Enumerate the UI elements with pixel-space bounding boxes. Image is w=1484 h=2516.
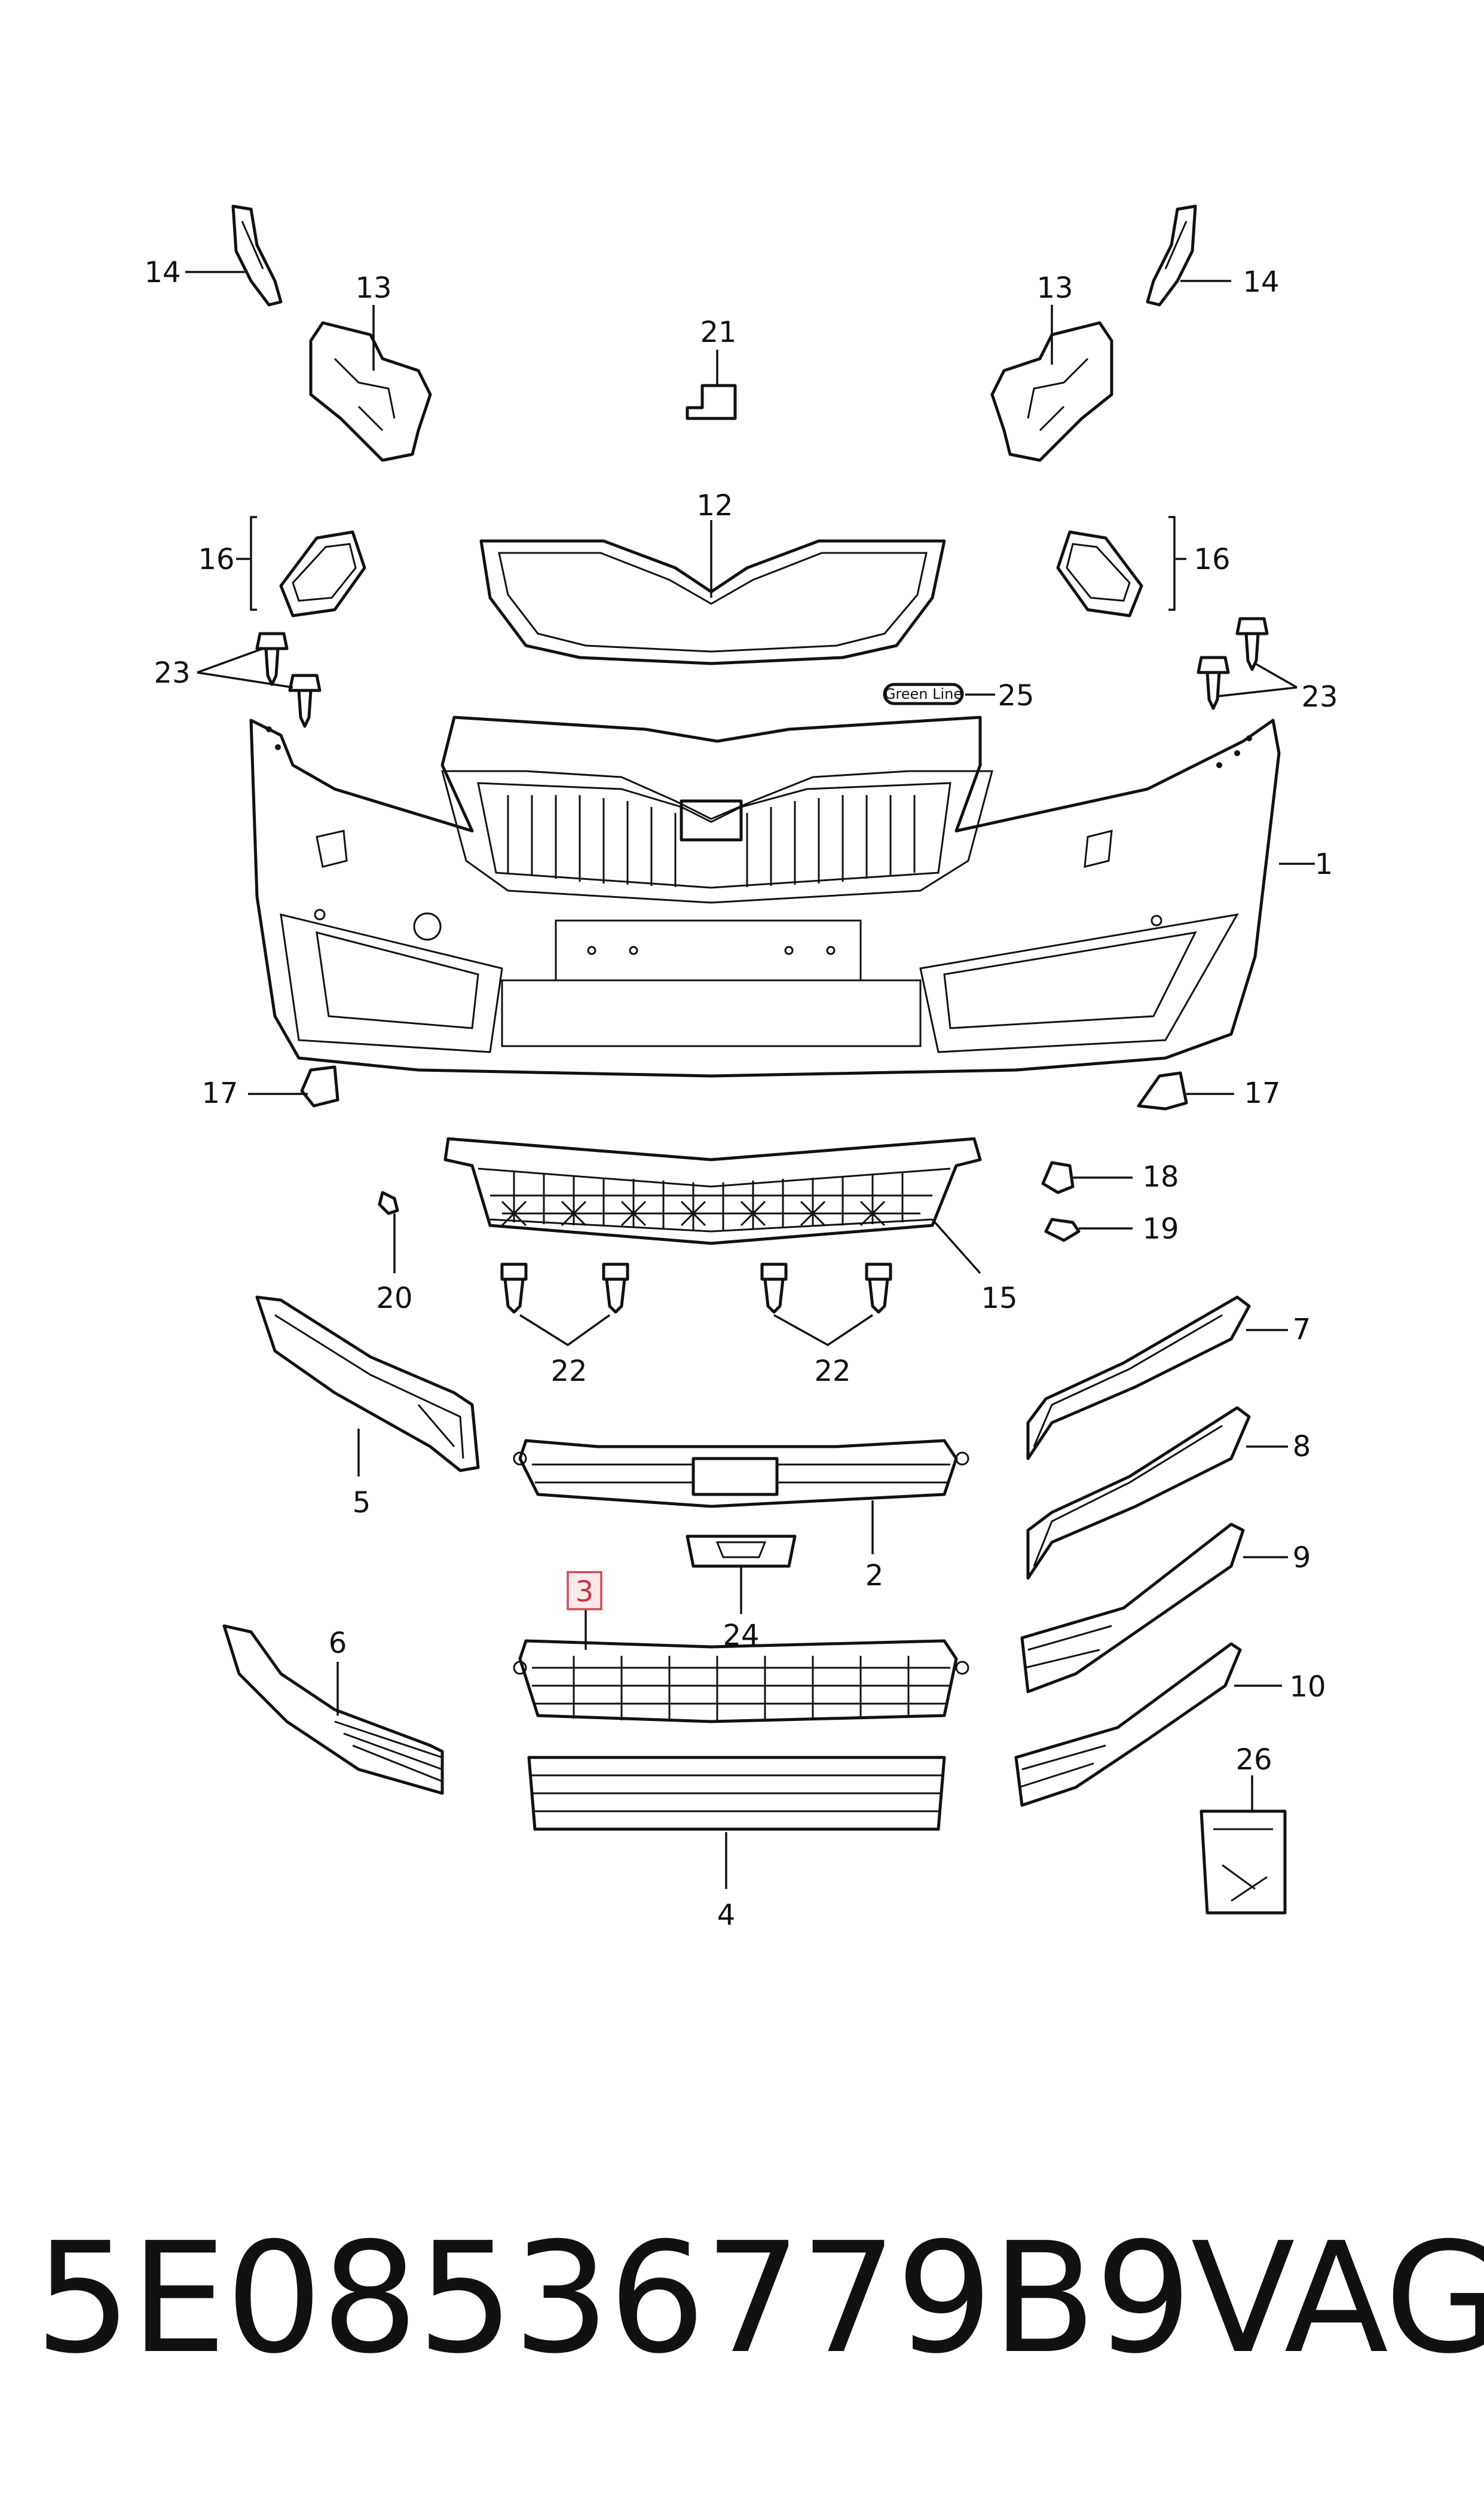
part-4-grille <box>527 1756 946 1889</box>
part-18-clip <box>1041 1161 1133 1194</box>
part-8 <box>1026 1406 1288 1580</box>
callout-labels: 14 14 13 13 21 12 16 16 23 23 25 1 17 17… <box>144 256 1338 1932</box>
part-17-left <box>248 1065 339 1108</box>
part-23-right <box>1197 617 1298 710</box>
part-9 <box>1020 1523 1288 1693</box>
callout-21: 21 <box>700 316 736 349</box>
part-19-clip <box>1044 1218 1133 1242</box>
part-5 <box>255 1295 480 1476</box>
callout-9: 9 <box>1293 1541 1311 1575</box>
exploded-parts-diagram: Green Line <box>144 204 1338 1932</box>
callout-4: 4 <box>717 1899 736 1932</box>
callout-20: 20 <box>376 1282 412 1315</box>
part-13-left <box>309 305 432 462</box>
callout-3: 3 <box>576 1575 594 1609</box>
callout-12: 12 <box>696 489 733 522</box>
part-10 <box>1014 1642 1282 1807</box>
callout-15: 15 <box>981 1282 1017 1315</box>
callout-13-right: 13 <box>1036 271 1073 305</box>
callout-23-right: 23 <box>1301 680 1338 714</box>
callout-1: 1 <box>1315 848 1333 881</box>
part-25-tag: Green Line <box>883 683 995 705</box>
callout-14-right: 14 <box>1243 265 1279 299</box>
callout-16-right: 16 <box>1194 543 1230 576</box>
part-14-right <box>1146 204 1231 307</box>
callout-25: 25 <box>998 679 1034 713</box>
callout-8: 8 <box>1293 1430 1311 1463</box>
callout-22-left: 22 <box>550 1355 587 1388</box>
part-15-carrier <box>443 1137 982 1274</box>
part-22-screws <box>500 1262 892 1347</box>
tag-text: Green Line <box>885 686 962 702</box>
callout-6: 6 <box>329 1627 347 1660</box>
part-23-left <box>197 632 322 728</box>
part-1-bumper <box>249 716 1315 1078</box>
part-21 <box>686 350 737 420</box>
callout-26: 26 <box>1235 1743 1272 1777</box>
highlighted-callout-3: 3 <box>567 1571 602 1610</box>
callout-14-left: 14 <box>144 256 180 289</box>
part-16-right <box>1056 516 1186 617</box>
callout-17-left: 17 <box>201 1077 238 1110</box>
part-24-bracket <box>686 1534 797 1614</box>
part-14-left <box>185 204 283 307</box>
callout-10: 10 <box>1289 1670 1326 1704</box>
part-3-grille <box>513 1608 969 1723</box>
callout-23-left: 23 <box>154 656 190 690</box>
callout-19: 19 <box>1142 1212 1179 1246</box>
part-7 <box>1026 1295 1288 1460</box>
part-caption: 5E08536779B9 VAG <box>35 2200 1484 2397</box>
callout-16-left: 16 <box>198 543 234 576</box>
part-17-right <box>1137 1071 1234 1111</box>
callout-18: 18 <box>1142 1160 1179 1194</box>
callout-2: 2 <box>865 1559 884 1592</box>
brand-name: VAG <box>1191 2209 1484 2387</box>
callout-17-right: 17 <box>1244 1077 1280 1110</box>
callout-5: 5 <box>353 1486 371 1520</box>
callout-22-right: 22 <box>814 1355 850 1388</box>
part-6 <box>222 1624 444 1795</box>
part-number: 5E08536779B9 <box>35 2209 1192 2387</box>
callout-7: 7 <box>1293 1313 1311 1346</box>
part-12 <box>479 520 946 665</box>
part-13-right <box>990 305 1113 462</box>
part-20-clip <box>378 1191 399 1273</box>
part-26-kit <box>1200 1775 1287 1915</box>
part-16-left <box>236 516 366 617</box>
callout-13-left: 13 <box>355 271 391 305</box>
callout-24: 24 <box>723 1619 759 1652</box>
part-2-grille <box>513 1439 969 1554</box>
